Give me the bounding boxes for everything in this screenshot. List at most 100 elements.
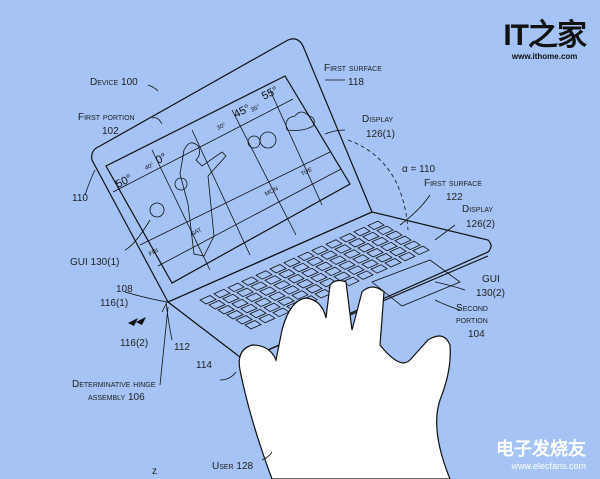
arrow-116-2-icon [136, 317, 146, 325]
keyboard-key [258, 313, 276, 324]
keyboard-key [315, 261, 333, 272]
label-116-1: 116(1) [100, 298, 128, 309]
label-112: 112 [174, 342, 190, 353]
label-126-2: 126(2) [466, 219, 495, 230]
keyboard-key [264, 275, 282, 285]
keyboard-key [213, 288, 231, 299]
keyboard-key [361, 259, 379, 269]
temp-low-3: 35° [250, 104, 261, 114]
keyboard-key [263, 302, 281, 313]
weather-gui [112, 89, 342, 271]
keyboard-key [301, 267, 319, 278]
keyboard-key [320, 250, 338, 260]
keyboard-key [305, 284, 323, 294]
label-104: 104 [468, 329, 485, 340]
label-user: User 128 [212, 461, 254, 472]
ithome-logo: IT之家 www.ithome.com [503, 19, 587, 62]
keyboard-key [348, 238, 366, 248]
keyboard-key [403, 240, 421, 251]
touchpad [371, 259, 461, 307]
keyboard-key [343, 249, 361, 259]
keyboard-key [259, 286, 277, 296]
keyboard-key [311, 245, 329, 255]
label-display-1: Display [362, 114, 394, 125]
temp-high-2: 0° [154, 151, 169, 166]
label-gui-2: GUI [482, 274, 500, 285]
weather-icons [149, 111, 315, 218]
logo-url: www.ithome.com [511, 52, 578, 61]
keyboard-key [226, 310, 244, 320]
label-first-surface-122: First surface [424, 178, 482, 189]
keyboard-key [245, 292, 263, 303]
keyboard-key [339, 233, 357, 243]
keyboard-key [310, 272, 328, 283]
keyboard-key [367, 220, 385, 231]
elecfans-watermark: 电子发烧友 www.elecfans.com [496, 435, 586, 471]
label-118: 118 [348, 77, 364, 88]
keyboard-key [240, 303, 258, 314]
label-gui-1: GUI 130(1) [70, 257, 119, 268]
keyboard-key [287, 274, 305, 284]
label-hinge: Determinative hinge [72, 379, 156, 390]
label-display-2: Display [462, 204, 494, 215]
keyboard-key [227, 282, 245, 293]
laptop-lid [91, 38, 373, 303]
label-hinge-2: assembly 106 [88, 392, 145, 403]
keyboard-key [273, 280, 291, 290]
keyboard-key [277, 296, 295, 306]
keyboard-key [353, 226, 371, 237]
user-hand [238, 279, 451, 479]
keyboard-key [376, 225, 394, 236]
day-2: SAT [190, 227, 203, 238]
arrow-116-1-icon [128, 318, 138, 326]
logo-mark: IT之家 [503, 19, 587, 52]
keyboard-key [385, 230, 403, 241]
label-114: 114 [196, 360, 212, 371]
label-device: Device 100 [90, 77, 138, 88]
label-110: 110 [72, 193, 88, 204]
keyboard-key [375, 253, 393, 263]
day-1: FRI [148, 248, 160, 258]
keyboard-key [380, 241, 398, 252]
keyboard-key [208, 300, 226, 310]
watermark-url: www.elecfans.com [511, 461, 586, 471]
keyboard-key [231, 298, 249, 309]
keyboard-key [282, 285, 300, 295]
label-122: 122 [446, 192, 463, 203]
keyboard-key [412, 245, 430, 256]
keyboard-key [342, 276, 360, 287]
keyboard-key [384, 258, 402, 268]
keyboard-key [347, 265, 365, 275]
keyboard-key [269, 264, 287, 274]
keyboard [199, 220, 430, 330]
presenter-figure [179, 142, 227, 257]
label-first-portion: First portion [78, 112, 135, 123]
keyboard-key [398, 251, 416, 262]
label-first-surface-118: First surface [324, 63, 382, 74]
label-116-2: 116(2) [120, 338, 148, 349]
keyboard-key [235, 315, 253, 325]
keyboard-key [338, 260, 356, 270]
keyboard-key [297, 251, 315, 262]
label-second-portion-2: portion [456, 315, 488, 326]
label-130-2: 130(2) [476, 288, 505, 299]
label-108: 108 [116, 284, 133, 295]
keyboard-key [241, 276, 259, 286]
keyboard-key [366, 248, 384, 258]
keyboard-key [244, 320, 262, 330]
keyboard-key [333, 271, 351, 282]
keyboard-key [278, 269, 296, 279]
label-first-portion-num: 102 [102, 126, 119, 137]
watermark-cn: 电子发烧友 [496, 439, 586, 459]
keyboard-key [255, 270, 273, 280]
laptop-base [166, 211, 492, 360]
keyboard-key [283, 257, 301, 268]
keyboard-key [268, 291, 286, 301]
keyboard-key [357, 243, 375, 253]
keyboard-key [389, 246, 407, 257]
keyboard-key [236, 287, 254, 298]
label-axis-z: z [152, 466, 157, 477]
keyboard-key [250, 281, 268, 291]
day-3: MON [264, 186, 279, 198]
